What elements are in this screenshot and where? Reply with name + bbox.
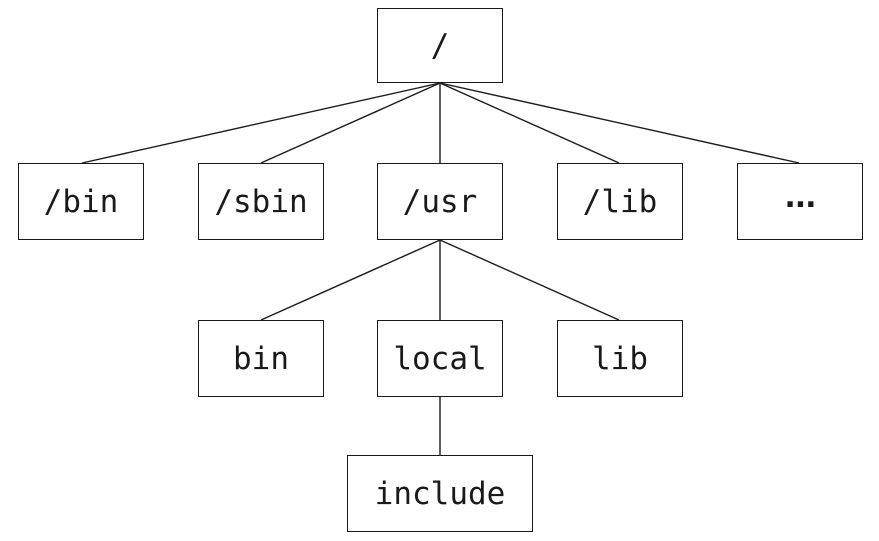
- node-usr-bin: bin: [198, 320, 324, 397]
- edge-root-bin: [81, 82, 441, 164]
- edge-root-lib: [439, 82, 620, 164]
- edge-root-sbin: [260, 82, 441, 164]
- node-more: ...: [737, 163, 863, 240]
- node-usr-local: local: [377, 320, 503, 397]
- node-usr-lib: lib: [557, 320, 683, 397]
- node-usr: /usr: [377, 163, 503, 240]
- node-sbin: /sbin: [198, 163, 324, 240]
- edge-root-more: [439, 82, 800, 164]
- edge-usr-bin: [260, 239, 441, 321]
- edge-usr-lib: [439, 239, 620, 321]
- node-root: /: [377, 8, 503, 83]
- node-local-include: include: [347, 455, 533, 532]
- node-bin: /bin: [18, 163, 144, 240]
- node-lib: /lib: [557, 163, 683, 240]
